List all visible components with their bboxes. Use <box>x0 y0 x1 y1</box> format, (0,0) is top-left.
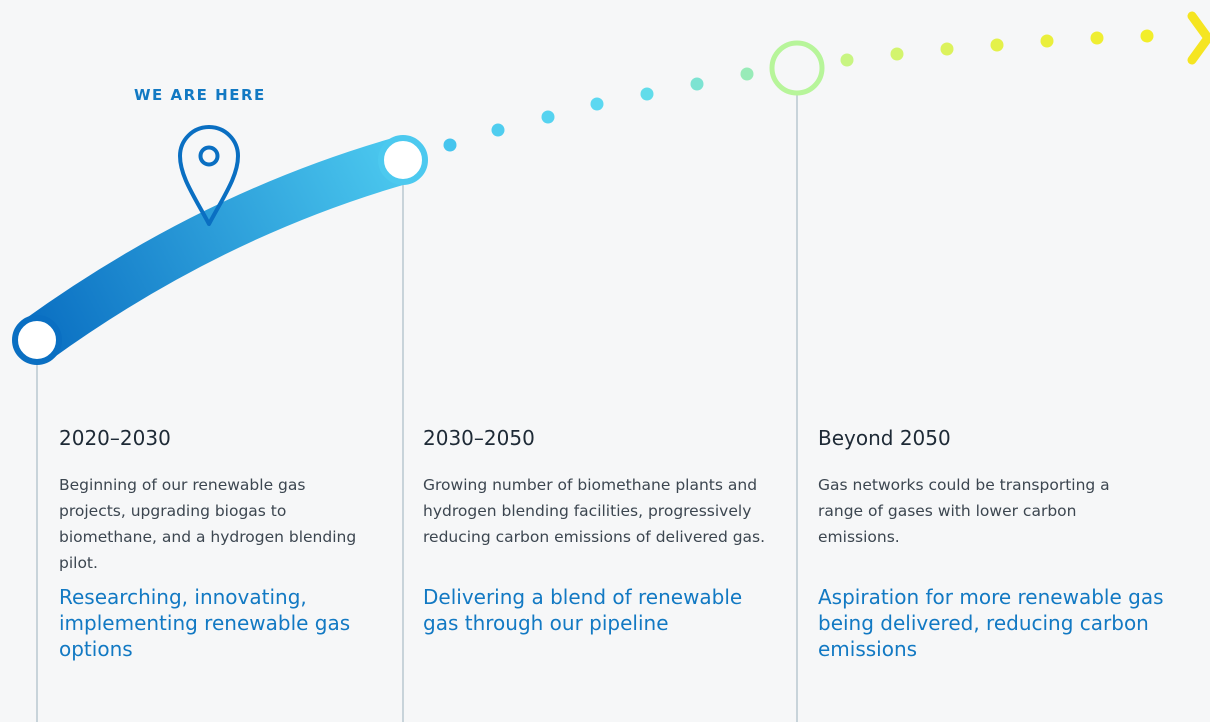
path-dot <box>840 53 854 67</box>
path-dot <box>740 67 754 81</box>
path-dot <box>443 138 457 152</box>
phase-outcome: Delivering a blend of renewable gas thro… <box>423 585 743 635</box>
phase-beyond-2050: Beyond 2050 Gas networks could be transp… <box>818 426 1193 662</box>
path-dot <box>690 77 704 91</box>
phase-2030-2050: 2030–2050 Growing number of biomethane p… <box>423 426 783 636</box>
path-dot <box>890 47 904 61</box>
milestone-2050 <box>769 40 825 96</box>
path-dot <box>541 110 555 124</box>
phase-2020-2030: 2020–2030 Beginning of our renewable gas… <box>59 426 359 662</box>
path-dot <box>1040 34 1054 48</box>
phase-period: Beyond 2050 <box>818 426 951 450</box>
path-dot <box>590 97 604 111</box>
path-dot <box>1140 29 1154 43</box>
phase-description: Growing number of biomethane plants and … <box>423 476 766 546</box>
we-are-here-label: WE ARE HERE <box>134 86 266 104</box>
phase-outcome: Researching, innovating, implementing re… <box>59 585 351 661</box>
phase-outcome: Aspiration for more renewable gas being … <box>818 585 1164 661</box>
milestone-start <box>12 315 62 365</box>
progress-path <box>13 136 427 364</box>
phase-period: 2030–2050 <box>423 426 535 450</box>
phase-description: Beginning of our renewable gas projects,… <box>59 476 357 572</box>
milestone-current <box>378 135 428 185</box>
phase-description: Gas networks could be transporting a ran… <box>818 476 1110 546</box>
phase-period: 2020–2030 <box>59 426 171 450</box>
path-dot <box>640 87 654 101</box>
path-dot <box>990 38 1004 52</box>
path-dot <box>491 123 505 137</box>
path-dot <box>1090 31 1104 45</box>
path-dot <box>940 42 954 56</box>
chevron-right-icon <box>1187 11 1210 65</box>
location-pin-icon <box>178 125 240 226</box>
